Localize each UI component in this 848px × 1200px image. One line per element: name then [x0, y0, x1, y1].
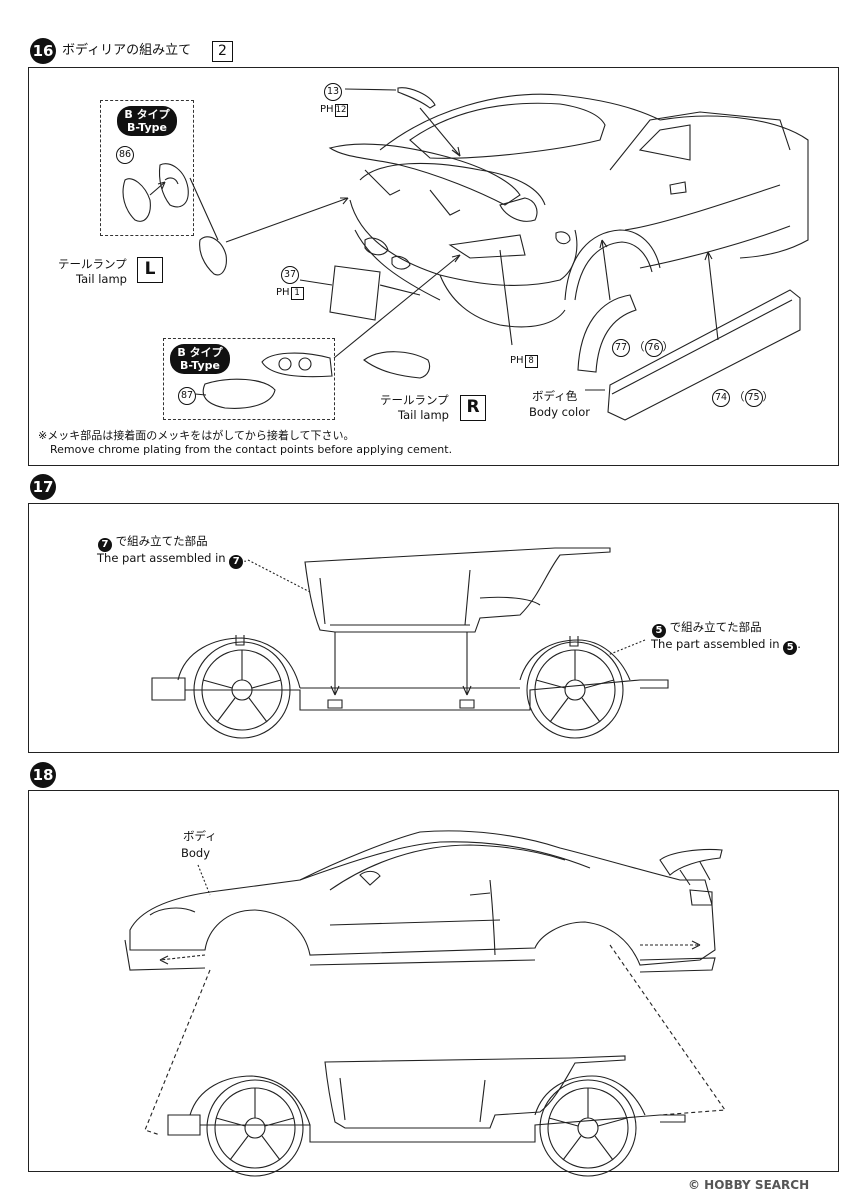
ref-7-badge: 7 [98, 538, 112, 552]
assembled-7-en: The part assembled in 7. [97, 551, 247, 569]
body-color-jp: ボディ色 [532, 389, 578, 403]
step-18-panel [28, 790, 839, 1172]
part-75-label: 75 [744, 389, 763, 407]
hobby-search-watermark: © HOBBY SEARCH [688, 1178, 810, 1192]
chassis-side-illustration [151, 547, 669, 739]
ph-label: PH [510, 355, 524, 366]
tail-lamp-jp-left: テールランプ [58, 257, 127, 271]
btype-jp: B タイプ [124, 108, 170, 121]
ph-label: PH [276, 287, 290, 298]
assembled-5-jp-text: で組み立てた部品 [669, 620, 762, 634]
part-77-76-label: 77 （76） [612, 338, 674, 357]
btype-badge-bottom: B タイプ B-Type [170, 344, 230, 374]
btype-box-bottom [163, 338, 335, 420]
part-13-label: 13 [324, 83, 342, 101]
part-76-label: 76 [644, 339, 663, 357]
part-74-75-label: 74 （75） [712, 388, 774, 407]
ph-label: PH [320, 104, 334, 115]
tail-lamp-en-left: Tail lamp [76, 272, 127, 286]
body-label-en: Body [181, 846, 211, 860]
left-mark: L [137, 257, 163, 283]
assembled-5-jp: 5 で組み立てた部品 [652, 620, 762, 638]
right-mark: R [460, 395, 486, 421]
step-16-title-suffix: 2 [212, 41, 233, 62]
body-color-en: Body color [529, 405, 591, 419]
tail-lamp-jp-right: テールランプ [380, 393, 449, 407]
ref-7-badge-en: 7 [229, 555, 244, 569]
ph-num-12: 12 [334, 104, 348, 117]
part-77-label: 77 [612, 339, 630, 357]
chrome-note-jp: ※メッキ部品は接着面のメッキをはがしてから接着して下さい。 [38, 429, 355, 442]
part-86-label: 86 [116, 146, 134, 164]
assembled-7-jp-text: で組み立てた部品 [115, 534, 208, 548]
step-16-title: ボディリアの組み立て [62, 43, 192, 58]
car-rear-illustration [328, 93, 809, 328]
btype-en: B-Type [126, 121, 168, 134]
btype-jp: B タイプ [177, 346, 223, 359]
part-87-label: 87 [178, 387, 196, 405]
assembled-7-en-text: The part assembled in [97, 551, 226, 565]
step-18-number: 18 [30, 762, 56, 788]
body-side-illustration [124, 830, 727, 1136]
step-17-panel [28, 503, 839, 753]
assembled-5-en-text: The part assembled in [651, 637, 780, 651]
tail-lamp-en-right: Tail lamp [398, 408, 449, 422]
ref-5-badge-en: 5 [783, 641, 798, 655]
ph-num-8: 8 [524, 355, 538, 368]
ph-num-1: 1 [290, 287, 304, 300]
step-16-number: 16 [30, 38, 56, 64]
ref-5-badge: 5 [652, 624, 666, 638]
btype-en: B-Type [179, 359, 221, 372]
btype-box-top [100, 100, 194, 236]
body-label-jp: ボディ [183, 829, 217, 843]
chrome-note-en: Remove chrome plating from the contact p… [50, 443, 453, 456]
assembled-5-en: The part assembled in 5. [651, 637, 801, 655]
step-17-number: 17 [30, 474, 56, 500]
btype-badge-top: B タイプ B-Type [117, 106, 177, 136]
part-74-label: 74 [712, 389, 730, 407]
assembled-7-jp: 7 で組み立てた部品 [98, 534, 208, 552]
step-16-panel [28, 67, 839, 466]
chassis-bottom-illustration [167, 1055, 686, 1177]
part-37-label: 37 [281, 266, 299, 284]
